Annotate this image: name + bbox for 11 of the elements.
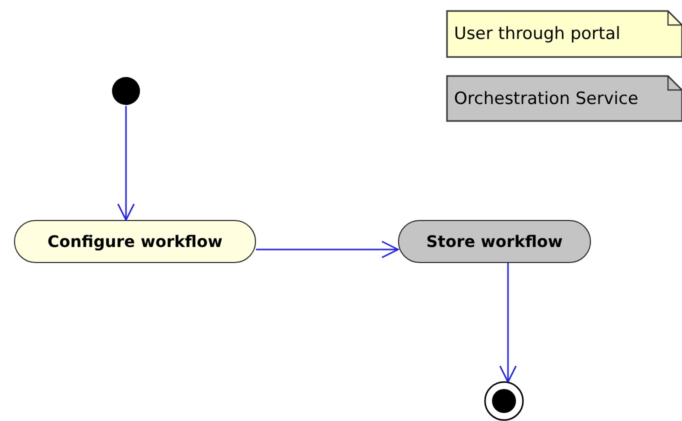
- activity-node: [14, 220, 256, 263]
- legend-label: User through portal: [454, 24, 620, 44]
- arrow: [499, 263, 517, 383]
- activity-label: Configure workflow: [47, 232, 223, 251]
- arrow: [256, 240, 399, 258]
- final-node: [482, 381, 526, 421]
- activity-node: [398, 220, 591, 263]
- arrow: [117, 106, 135, 221]
- activity-label: Store workflow: [426, 232, 563, 251]
- legend-label: Orchestration Service: [454, 88, 638, 108]
- initial-node: [111, 76, 141, 106]
